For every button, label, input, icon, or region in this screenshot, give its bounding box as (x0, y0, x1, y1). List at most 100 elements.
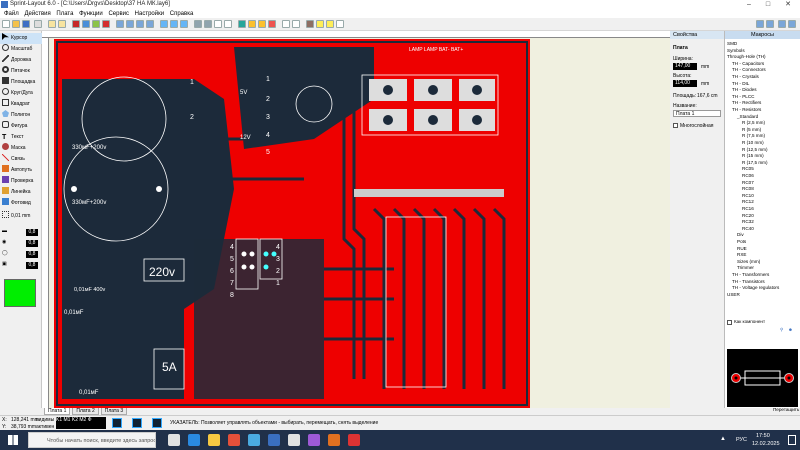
macro-tree-item[interactable]: RXE (737, 252, 747, 258)
export-icon[interactable] (258, 20, 266, 28)
sprint-layout-taskbar-icon[interactable] (268, 434, 280, 446)
show-component-checkbox[interactable] (727, 320, 732, 325)
macro-tree-item[interactable]: TH - Connectors (732, 67, 766, 73)
snap-icon[interactable] (204, 20, 212, 28)
grid-size[interactable]: 0,01 mm (0, 211, 42, 222)
tool-connection[interactable]: Связь (0, 154, 42, 165)
macro-tree-item[interactable]: Trimmer (737, 265, 754, 271)
macro-tree-item[interactable]: R (7,5 mm) (742, 133, 765, 139)
notification-icon[interactable] (788, 435, 796, 445)
component-icon[interactable] (238, 20, 246, 28)
app-icon-extra-3[interactable] (348, 434, 360, 446)
maximize-button[interactable]: □ (765, 1, 771, 8)
macro-tree-item[interactable]: RC08 (742, 186, 754, 192)
tool-rectangle[interactable]: Квадрат (0, 99, 42, 110)
macro-tree-item[interactable]: R (2,5 mm) (742, 120, 765, 126)
smd-size-row[interactable]: ▣0,8 (2, 261, 40, 270)
height-input[interactable]: 114,00 (673, 80, 697, 87)
zoom-board-icon[interactable] (224, 20, 232, 28)
menu-service[interactable]: Сервис (108, 11, 129, 17)
menu-board[interactable]: Плата (56, 11, 74, 17)
clock-date[interactable]: 12.02.2025 (752, 441, 780, 447)
tab-board-3[interactable]: Плата 3 (100, 408, 128, 415)
menu-help[interactable]: Справка (169, 11, 194, 17)
pin-icon[interactable] (336, 20, 344, 28)
explorer-icon[interactable] (208, 434, 220, 446)
undo-icon[interactable] (48, 20, 56, 28)
measure-icon[interactable] (306, 20, 314, 28)
macro-tree-item[interactable]: RC07 (742, 179, 754, 185)
pad-size-row[interactable]: ◉0,8 (2, 239, 40, 248)
layers-icon[interactable] (292, 20, 300, 28)
macro-tree-item[interactable]: USER (727, 291, 740, 297)
zoom-fit-icon[interactable] (214, 20, 222, 28)
layer-k1[interactable]: K1 (56, 417, 63, 423)
tool-ruler[interactable]: Линейка (0, 187, 42, 198)
multilayer-checkbox[interactable] (673, 123, 678, 128)
macro-tree-item[interactable]: RUE (737, 245, 747, 251)
layer-color-swatch[interactable] (4, 279, 36, 307)
macro-tree-item[interactable]: Div (737, 232, 744, 238)
macro-tree-item[interactable]: TH - Crystals (732, 74, 759, 79)
cut-icon[interactable] (72, 20, 80, 28)
macro-tree-item[interactable]: R (12,5 mm) (742, 146, 768, 152)
tool-mask[interactable]: Маска (0, 143, 42, 154)
bulb-icon[interactable] (326, 20, 334, 28)
macro-tree-item[interactable]: RC20 (742, 212, 754, 218)
new-file-icon[interactable] (2, 20, 10, 28)
copy-icon[interactable] (82, 20, 90, 28)
canvas-area[interactable]: LAMP LAMP BAT- BAT+ 330мF+200v 330мF+200… (42, 31, 670, 408)
tool-shape[interactable]: Фигура (0, 121, 42, 132)
print-icon[interactable] (34, 20, 42, 28)
tool-smd-pad[interactable]: Площадка (0, 77, 42, 88)
menu-functions[interactable]: Функции (79, 11, 103, 17)
view-panel-icon[interactable] (756, 20, 764, 28)
mail-icon[interactable] (248, 434, 260, 446)
layer-f[interactable]: Ф (87, 417, 92, 423)
language-indicator[interactable]: РУС (736, 437, 748, 443)
layer-selector[interactable]: K1 M1 K2 M2 Ф (56, 417, 106, 429)
tool-polygon[interactable]: Полигон (0, 110, 42, 121)
macro-tree-item[interactable]: R (10 mm) (742, 140, 764, 145)
layer-m2[interactable]: M2 (79, 417, 87, 423)
macro-tree-item[interactable]: TH - DIL (732, 80, 750, 86)
macro-tree-item[interactable]: RC06 (742, 173, 754, 178)
menu-file[interactable]: Файл (4, 11, 19, 17)
open-file-icon[interactable] (12, 20, 20, 28)
tool-circle[interactable]: Круг/Дуга (0, 88, 42, 99)
gerber-icon[interactable] (268, 20, 276, 28)
layer-m1[interactable]: M1 (63, 417, 71, 423)
app-icon-extra-2[interactable] (328, 434, 340, 446)
info-panel-icon[interactable] (788, 20, 796, 28)
delete-icon[interactable] (102, 20, 110, 28)
macro-tree-item[interactable]: TH - Capacitors (732, 60, 765, 66)
macro-tree-item[interactable]: TH - Diodes (732, 87, 757, 93)
macro-tree-item[interactable]: Through-Hole (TH) (727, 54, 766, 60)
macro-tree-item[interactable]: SMD (727, 41, 738, 46)
macro-tree-item[interactable]: TH - PLCC (732, 93, 755, 99)
track-width-row[interactable]: ▬0,8 (2, 228, 40, 237)
macro-tree-item[interactable]: R (15 mm) (742, 153, 764, 159)
zoom-mode-icon[interactable] (132, 418, 142, 428)
taskbar-search[interactable]: Чтобы начать поиск, введите здесь запрос (28, 432, 156, 448)
mirror-h-icon[interactable] (136, 20, 144, 28)
macro-tree-item[interactable]: Sizes (mm) (737, 258, 761, 264)
search-icon[interactable]: ⚲ (780, 327, 784, 332)
macro-tree-item[interactable]: RC16 (742, 206, 754, 211)
tool-cursor[interactable]: Курсор (0, 33, 42, 44)
tool-check[interactable]: Проверка (0, 176, 42, 187)
macro-tree-item[interactable]: R (17,5 mm) (742, 159, 768, 165)
macro-tree-item[interactable]: TH - Transistors (732, 278, 765, 284)
macro-tree-item[interactable]: RC40 (742, 225, 754, 231)
rotate-icon[interactable] (126, 20, 134, 28)
macro-tree-item[interactable]: RC12 (742, 199, 754, 205)
mirror-v-icon[interactable] (146, 20, 154, 28)
tool-autoroute[interactable]: Автопуть (0, 165, 42, 176)
menu-settings[interactable]: Настройки (134, 11, 165, 17)
macro-tree-item[interactable]: R (5 mm) (742, 126, 762, 132)
drc-icon[interactable] (248, 20, 256, 28)
edge-icon[interactable] (188, 434, 200, 446)
clock-time[interactable]: 17:50 (756, 433, 770, 439)
minimize-button[interactable]: – (747, 1, 751, 8)
